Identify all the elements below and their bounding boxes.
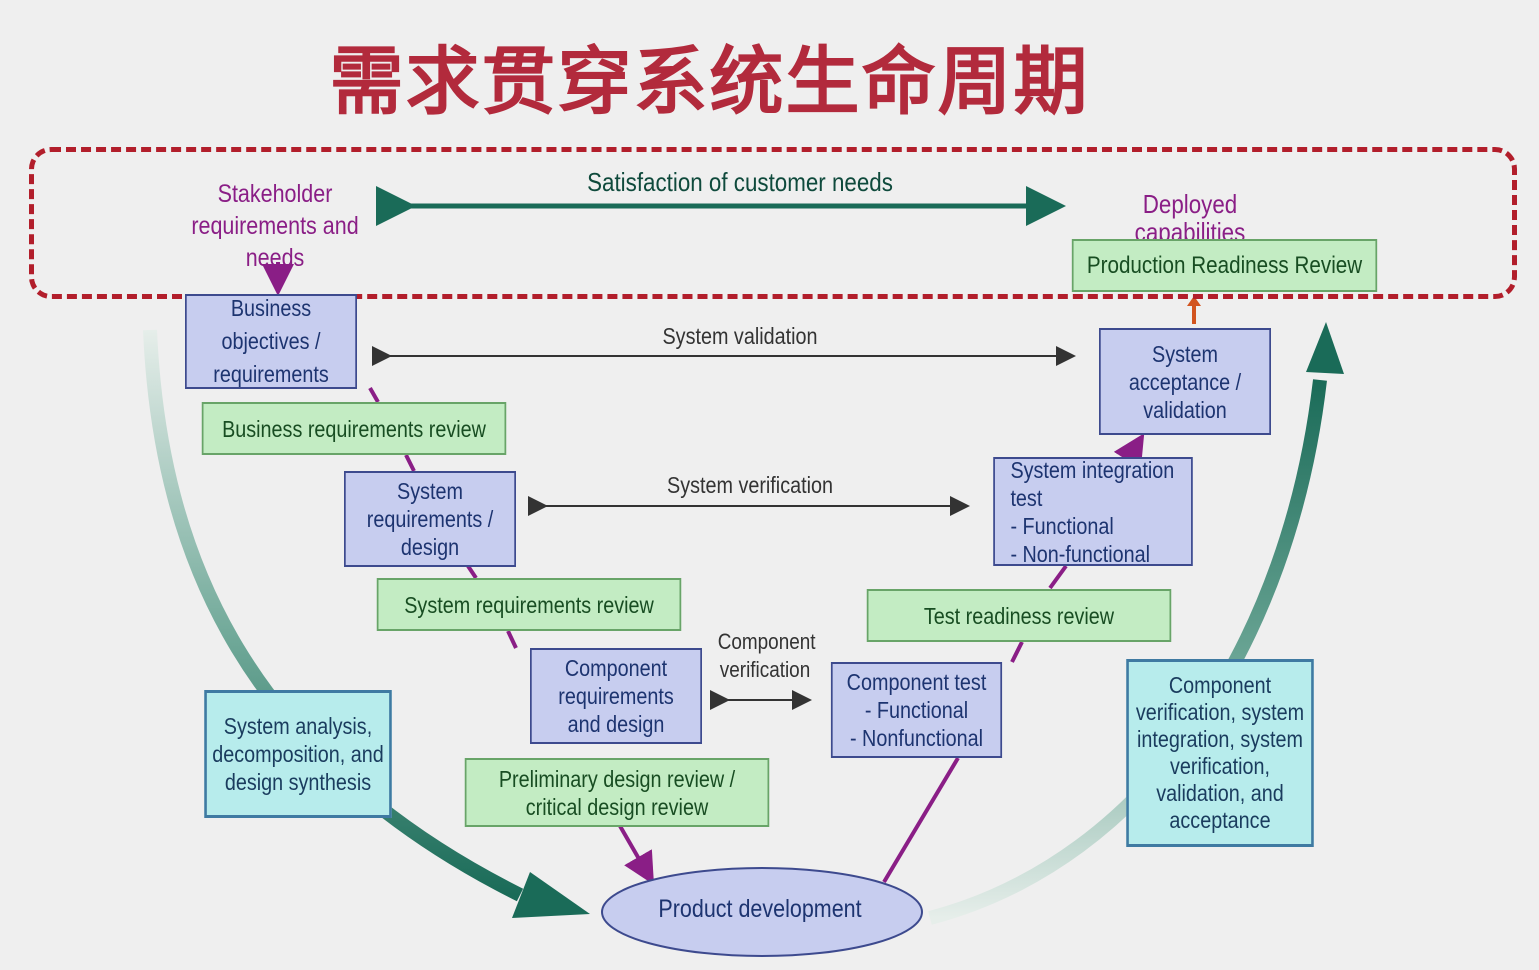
left-curve-arrowhead: [512, 872, 590, 918]
business-objectives-box: Business objectives / requirements: [185, 294, 357, 389]
deployed-label: Deployed capabilities: [1134, 189, 1246, 247]
satisfaction-label: Satisfaction of customer needs: [587, 167, 893, 197]
component-requirements-box: Component requirements and design: [530, 648, 702, 744]
component-test-box: Component test - Functional - Nonfunctio…: [830, 662, 1003, 758]
v-line-4: [506, 630, 518, 649]
preliminary-review-box: Preliminary design review / critical des…: [464, 758, 770, 827]
analysis-process-box: System analysis, decomposition, and desi…: [204, 690, 392, 818]
system-acceptance-box: System acceptance / validation: [1099, 328, 1271, 435]
business-review-box: Business requirements review: [201, 402, 507, 455]
test-readiness-box: Test readiness review: [866, 589, 1172, 642]
system-verification-label: System verification: [666, 472, 833, 498]
left-curve-arrow: [143, 329, 524, 902]
verification-process-box: Component verification, system integrati…: [1126, 659, 1314, 847]
v-line-7: [1010, 641, 1024, 663]
v-line-6: [882, 756, 960, 884]
system-review-box: System requirements review: [376, 578, 682, 631]
integration-test-box: System integration test - Functional - N…: [993, 457, 1193, 567]
system-validation-label: System validation: [662, 323, 818, 349]
v-line-9: [1113, 433, 1145, 469]
component-verification-label: Component verification: [717, 629, 816, 682]
product-development-label: Product development: [658, 895, 862, 923]
system-requirements-box: System requirements / design: [344, 471, 516, 567]
v-line-5: [618, 825, 654, 885]
product-development-ellipse: [601, 867, 923, 957]
v-line-3: [466, 564, 478, 580]
page-title: 需求贯穿系统生命周期: [329, 39, 1090, 125]
right-curve-arrowhead: [1306, 322, 1344, 374]
v-line-2: [404, 454, 416, 472]
customer-needs-frame: [29, 147, 1517, 299]
stakeholder-label: Stakeholder requirements and needs: [191, 180, 359, 272]
v-line-8: [1048, 564, 1068, 590]
production-readiness-review: Production Readiness Review: [1071, 239, 1378, 292]
v-line-1: [368, 387, 380, 403]
